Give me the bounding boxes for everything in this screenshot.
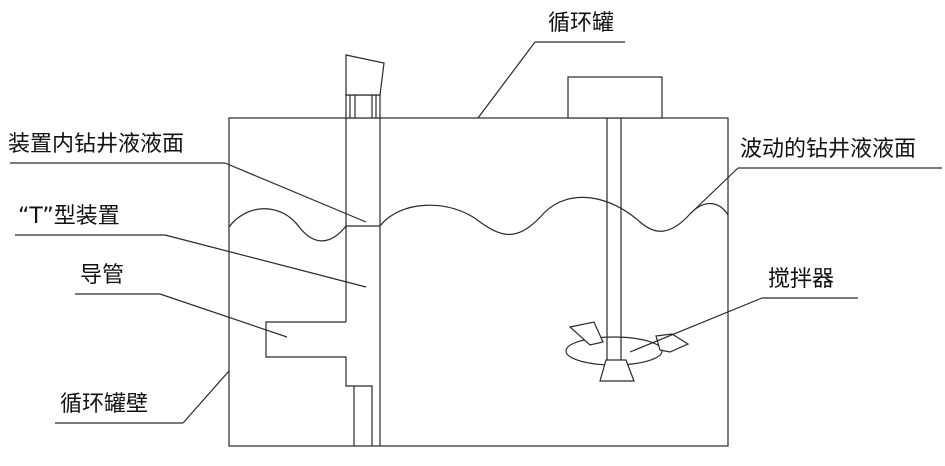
t-device-top-collar: [345, 94, 381, 119]
circulation-tank-body: [228, 117, 729, 447]
label-guide-pipe: 导管: [80, 263, 125, 288]
agitator-blade-right: [655, 333, 690, 353]
agitator-blade-bottom: [599, 359, 635, 382]
label-circulation-tank: 循环罐: [548, 11, 615, 36]
label-t-device: “T”型装置: [18, 204, 120, 229]
agitator-motor-box: [567, 76, 663, 119]
fluctuating-fluid-surface: [228, 196, 729, 242]
label-agitator: 搅拌器: [768, 267, 835, 292]
t-device-top-cap: [345, 54, 385, 96]
leader-lines: [10, 41, 942, 424]
agitator-blade-left: [568, 321, 604, 346]
label-tank-wall: 循环罐壁: [60, 392, 149, 417]
label-inner-fluid-level: 装置内钻井液液面: [8, 132, 185, 157]
label-fluctuating-fluid-level: 波动的钻井液液面: [740, 137, 917, 162]
guide-pipe: [265, 321, 373, 446]
